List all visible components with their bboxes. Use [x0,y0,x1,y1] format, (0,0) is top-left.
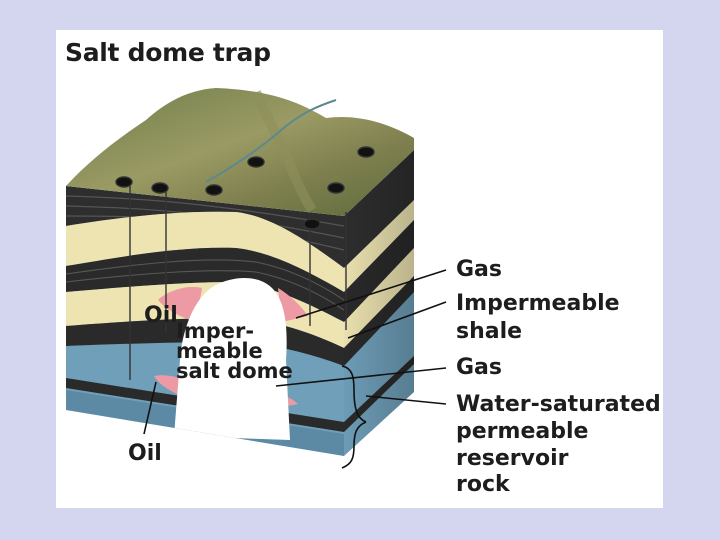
oil-label-bottom: Oil [128,441,162,466]
river [205,99,337,183]
oil-wells [115,146,375,380]
salt-dome-label-line-3: salt dome [176,358,293,383]
reservoir-rock-label: Water-saturated permeable reservoir rock [456,392,661,499]
salt-dome-block-diagram [66,88,447,469]
impermeable-shale-line-1: Impermeable [456,291,620,316]
impermeable-shale-label: Impermeable shale [456,290,620,345]
salt-dome-label: Imper- meable salt dome [176,319,293,383]
salt-dome-label-line-1: Imper- [176,319,255,343]
oil-label-left: Oil [144,303,178,328]
front-cross-section [66,186,344,456]
reservoir-line-3: reservoir [456,445,569,471]
reservoir-line-1: Water-saturated [456,392,661,417]
salt-dome-label-line-2: meable [176,338,263,363]
land-surface [66,88,414,216]
impermeable-shale-line-2: shale [456,318,523,344]
slide-panel: Salt dome trap [56,30,663,508]
reservoir-line-2: permeable [456,418,589,444]
reservoir-line-4: rock [456,472,510,498]
diagram-title: Salt dome trap [65,38,271,67]
gas-label-lower: Gas [456,355,502,380]
leader-lines [143,269,447,469]
salt-dome-shape [174,278,290,440]
gas-label-top: Gas [456,257,502,282]
